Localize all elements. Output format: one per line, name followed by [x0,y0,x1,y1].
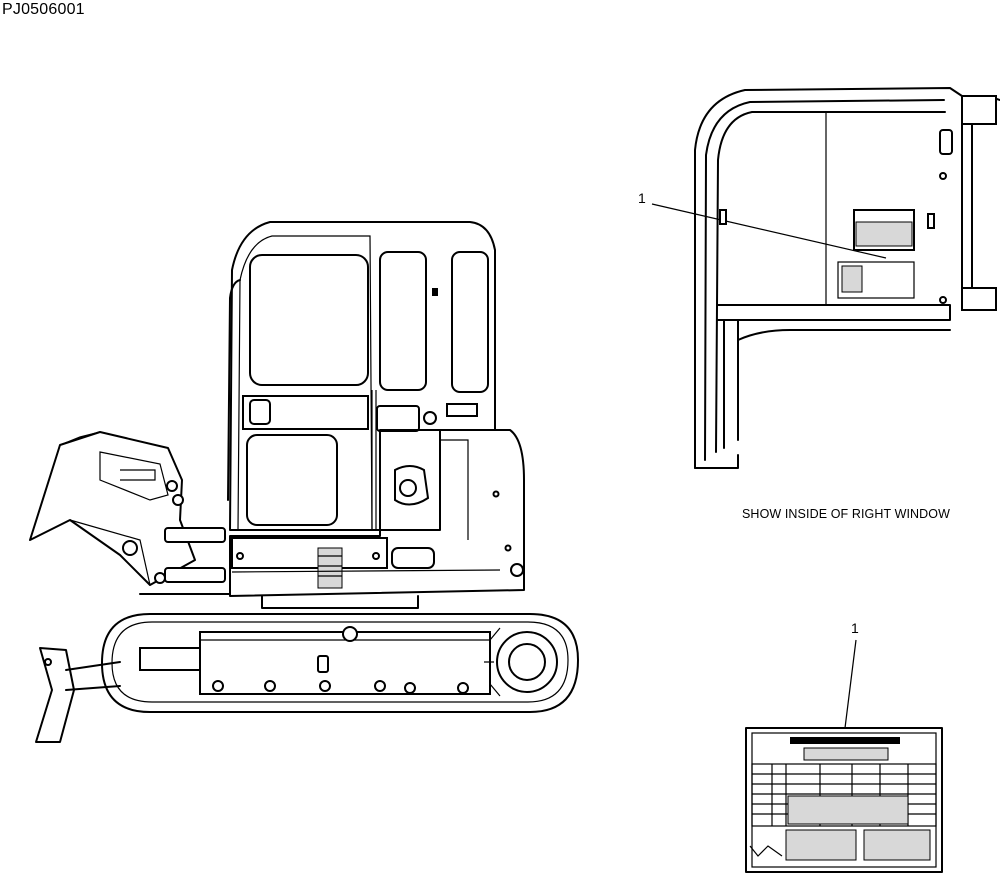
leader-line [844,639,857,729]
cab [227,221,496,531]
dozer-blade [35,647,121,743]
figure-id: PJ0506001 [2,1,85,18]
crawler-track [101,613,579,713]
boom-arm [29,431,231,595]
leader-line [651,203,887,259]
lifting-capacity-decal [745,727,943,873]
callout-number: 1 [851,620,859,636]
excavator-side-view [29,221,579,743]
cab-right-window-view [694,87,1000,469]
upper-structure [229,429,525,597]
callout-number: 1 [638,190,646,206]
track-rollers [212,680,469,694]
figure-caption: SHOW INSIDE OF RIGHT WINDOW [742,507,951,521]
slewing-ring [261,595,419,609]
